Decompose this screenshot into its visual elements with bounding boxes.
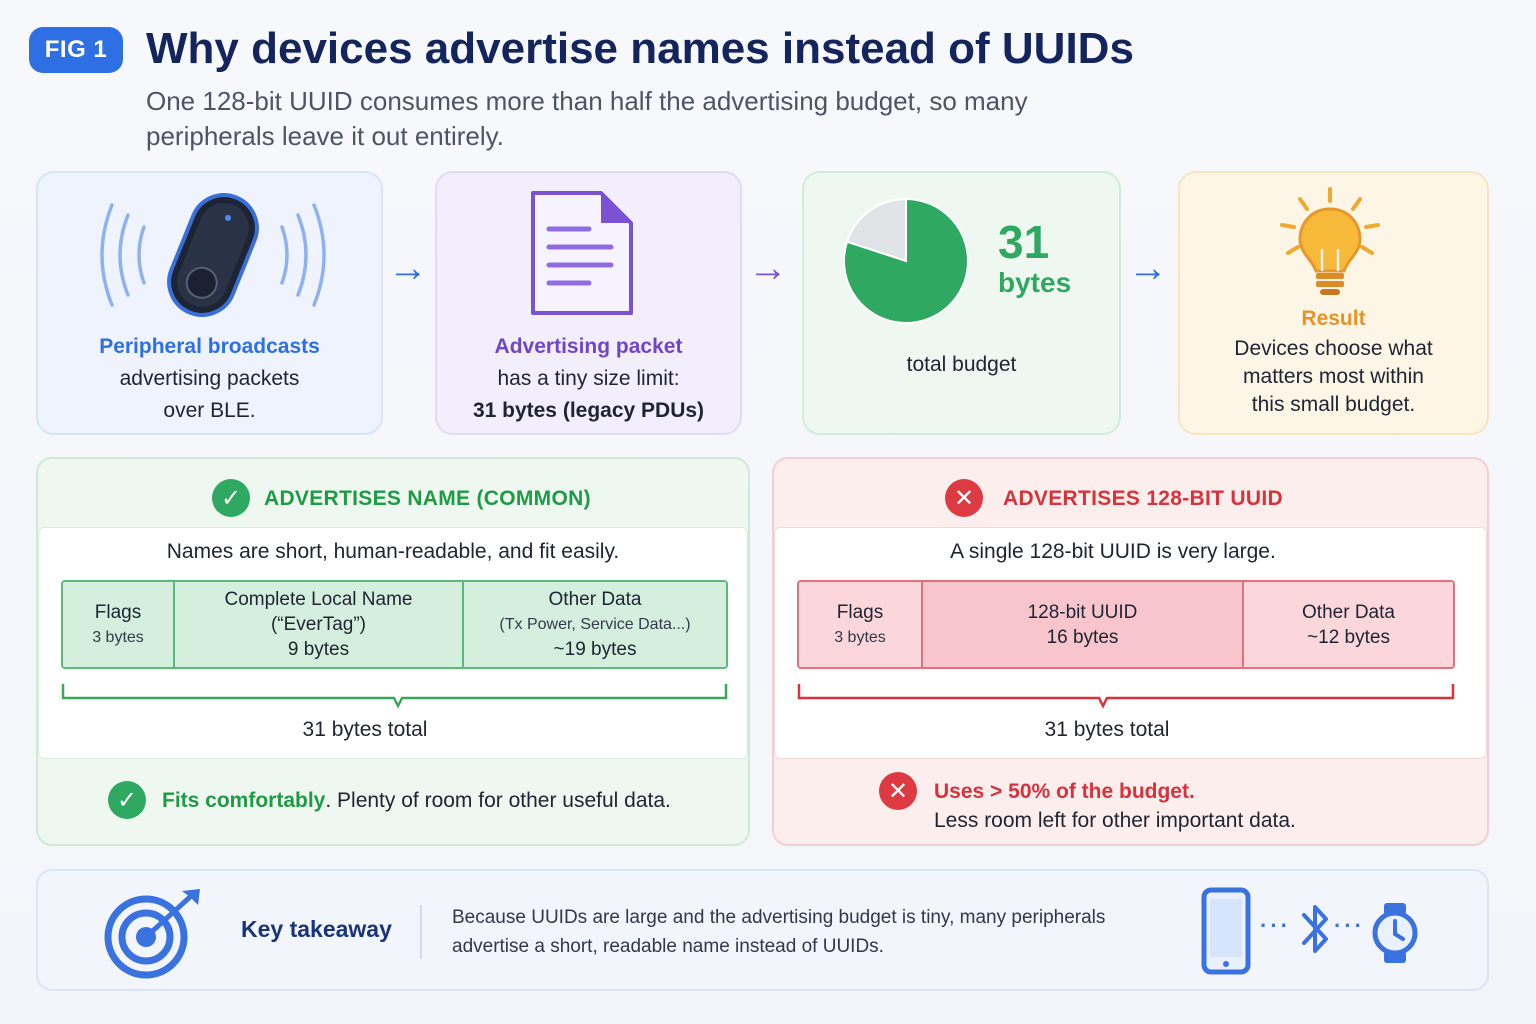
connection-dots: ··· [1260,913,1291,938]
step-line: advertising packets [119,367,300,390]
step-line: over BLE. [163,399,256,422]
uuid-panel-body: A single 128-bit UUID is very large. Fla… [774,527,1487,759]
flow-arrow-icon: → [388,246,428,290]
step-line: matters most within [1243,365,1424,388]
watch-icon [1372,903,1418,963]
segment-uuid: 128-bit UUID 16 bytes [923,582,1244,667]
step-line: has a tiny size limit: [497,367,680,390]
target-icon [104,889,200,979]
uuid-total: 31 bytes total [1044,718,1170,741]
step-line: Devices choose what [1234,337,1433,360]
ble-tracker-icon [100,193,326,317]
document-icon [531,191,633,315]
name-packet-layout: Flags 3 bytes Complete Local Name (“Ever… [61,580,728,669]
page-title: Why devices advertise names instead of U… [146,24,1134,73]
segment-other-data: Other Data (Tx Power, Service Data...) ~… [464,582,726,667]
name-panel-body: Names are short, human-readable, and fit… [38,527,748,759]
page-subtitle: One 128-bit UUID consumes more than half… [146,86,1028,151]
step-heading: Advertising packet [494,335,683,358]
name-total: 31 bytes total [302,718,428,741]
lightbulb-icon [1280,187,1380,295]
step-card-peripheral: Peripheral broadcasts advertising packet… [36,171,383,435]
name-verdict: Fits comfortably. Plenty of room for oth… [162,789,671,812]
takeaway-label: Key takeaway [241,916,392,942]
name-panel: ✓ ADVERTISES NAME (COMMON) Names are sho… [36,457,750,846]
total-bracket [61,684,728,709]
step-line: this small budget. [1251,393,1416,416]
check-icon: ✓ [212,479,250,517]
step-card-budget: 31 bytes total budget [802,171,1121,435]
flow-arrow-icon: → [1128,246,1168,290]
close-icon: ✕ [945,479,983,517]
uuid-packet-layout: Flags 3 bytes 128-bit UUID 16 bytes Othe… [797,580,1455,669]
step-card-packet: Advertising packet has a tiny size limit… [435,171,742,435]
step-heading: Result [1301,307,1366,330]
budget-caption: total budget [906,353,1017,376]
budget-unit: bytes [998,267,1072,298]
takeaway-text: Because UUIDs are large and the advertis… [452,907,1106,957]
bluetooth-icon [1302,905,1328,953]
uuid-panel-lead: A single 128-bit UUID is very large. [950,540,1276,563]
key-takeaway: Key takeaway Because UUIDs are large and… [36,869,1489,991]
budget-pie-icon [843,197,969,324]
step-line: 31 bytes (legacy PDUs) [472,399,705,422]
step-card-result: Result Devices choose what matters most … [1178,171,1489,435]
segment-flags: Flags 3 bytes [799,582,923,667]
divider [420,905,422,959]
figure-badge: FIG 1 [29,27,123,73]
uuid-panel-title: ADVERTISES 128-BIT UUID [1003,487,1283,510]
uuid-panel: ✕ ADVERTISES 128-BIT UUID A single 128-b… [772,457,1489,846]
pie-slice-remaining [845,197,907,263]
phone-icon [1201,887,1251,975]
name-panel-lead: Names are short, human-readable, and fit… [166,540,620,563]
segment-local-name: Complete Local Name (“EverTag”) 9 bytes [175,582,464,667]
step-heading: Peripheral broadcasts [99,335,320,358]
total-bracket [797,684,1455,709]
pie-slice-used [843,197,969,324]
connection-dots: ··· [1334,913,1365,938]
segment-flags: Flags 3 bytes [63,582,175,667]
budget-number: 31 [998,216,1050,268]
segment-other-data: Other Data ~12 bytes [1244,582,1453,667]
name-panel-title: ADVERTISES NAME (COMMON) [264,487,591,510]
uuid-verdict: Uses > 50% of the budget. Less room left… [934,780,1296,832]
close-icon: ✕ [879,772,917,810]
flow-arrow-icon: → [748,246,788,290]
check-icon: ✓ [108,781,146,819]
